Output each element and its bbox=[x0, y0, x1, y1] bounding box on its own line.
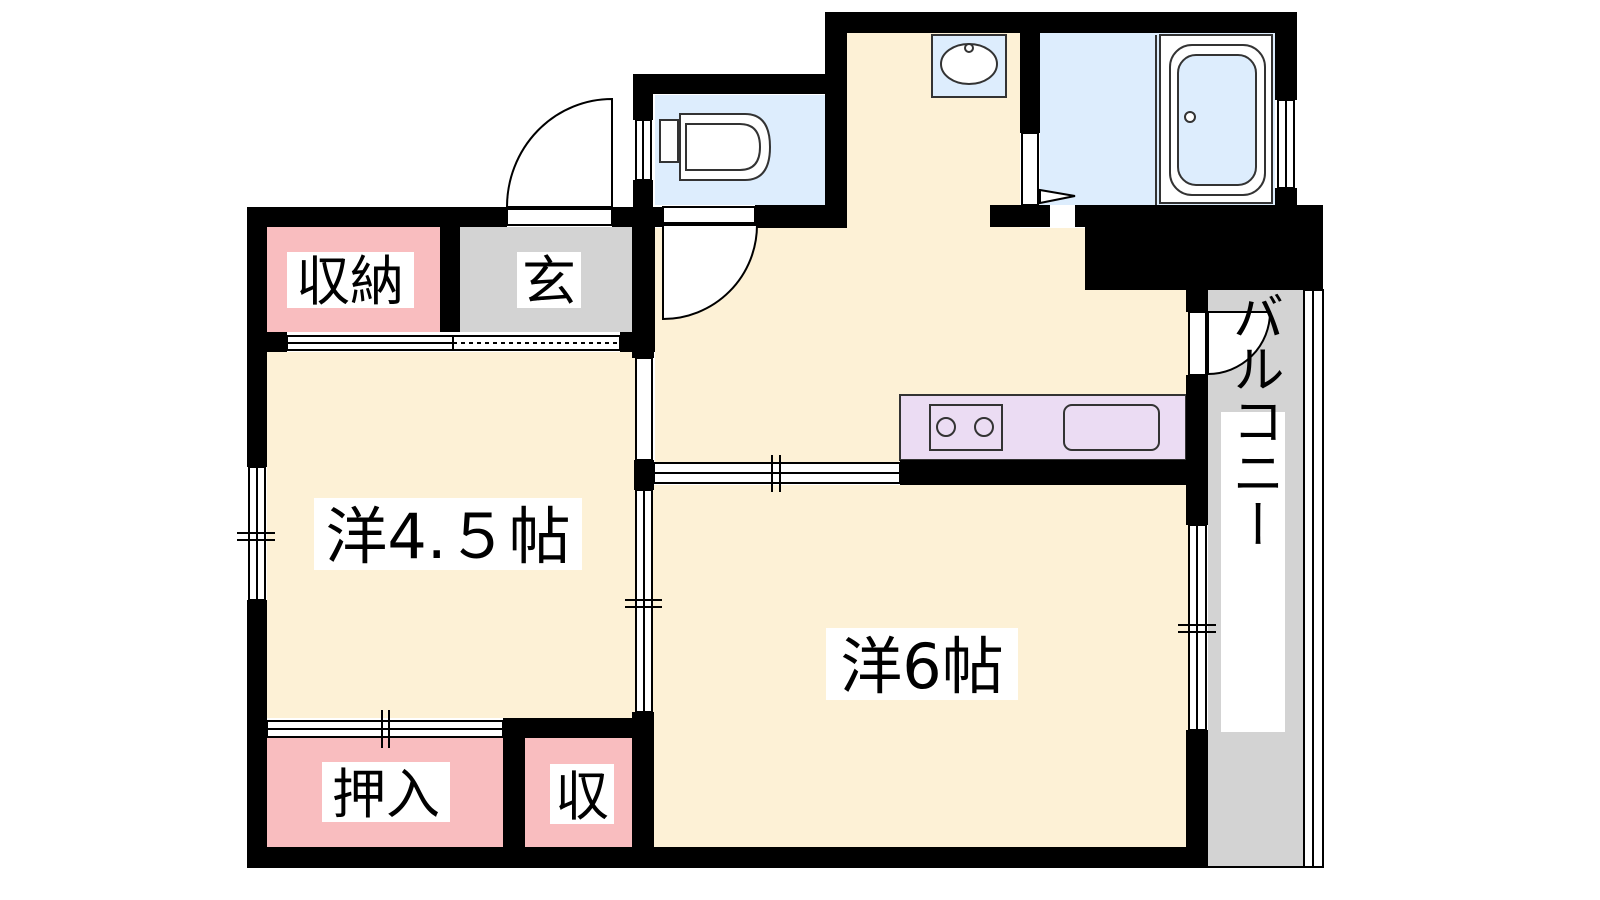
label-western-small: 洋4.５帖 bbox=[325, 500, 570, 573]
toilet-door bbox=[662, 224, 759, 321]
label-western-large: 洋6帖 bbox=[840, 630, 1003, 703]
kitchen-sink bbox=[1063, 404, 1160, 451]
ldk-floor bbox=[655, 33, 1188, 465]
bath-door bbox=[1039, 188, 1076, 205]
label-closet: 押入 bbox=[332, 763, 440, 826]
room-labels: 収納 玄 洋4.５帖 洋6帖 押入 収 バルコニー bbox=[287, 250, 1285, 828]
entrance-door bbox=[505, 97, 613, 208]
label-storage-small: 収 bbox=[555, 765, 609, 828]
balcony-door bbox=[1207, 311, 1272, 376]
walls bbox=[247, 12, 1323, 868]
label-balcony: バルコニー bbox=[1223, 290, 1283, 550]
label-entrance: 玄 bbox=[522, 250, 576, 313]
stove bbox=[929, 404, 1003, 451]
toilet-tank bbox=[659, 119, 679, 163]
burner-left-icon bbox=[936, 417, 956, 437]
burner-right-icon bbox=[974, 417, 994, 437]
door-swings bbox=[505, 97, 1272, 376]
label-storage-top: 収納 bbox=[296, 250, 404, 313]
fixtures bbox=[659, 34, 1273, 461]
openings bbox=[237, 99, 1324, 868]
